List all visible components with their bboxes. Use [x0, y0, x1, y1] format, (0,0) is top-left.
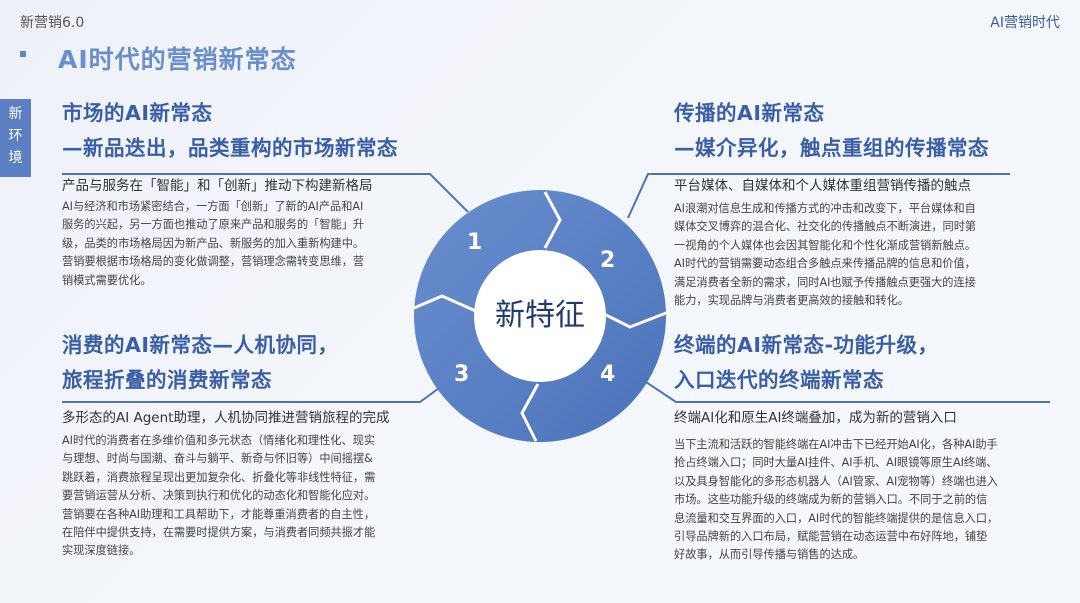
body-line: 满足消费者全新的需求，同时AI也赋予传播触点更强大的连接	[674, 275, 976, 289]
brand-era-label: AI营销时代	[990, 15, 1060, 31]
section-consumption: 消费的AI新常态—人机协同， 旅程折叠的消费新常态 多形态的AI Agent助理…	[62, 328, 389, 561]
section-title: 终端的AI新常态-功能升级，	[674, 333, 939, 357]
connector-consumption	[62, 382, 447, 403]
section-terminal: 终端的AI新常态-功能升级， 入口迭代的终端新常态 终端AI化和原生AI终端叠加…	[674, 328, 998, 565]
section-subtitle: 多形态的AI Agent助理，人机协同推进营销旅程的完成	[62, 410, 390, 426]
body-line: 息流量和交互界面的入口，AI时代的智能终端提供的是信息入口，	[674, 511, 999, 525]
body-line: 抢占终端入口；同时大量AI挂件、AI手机、AI眼镜等原生AI终端、	[674, 456, 998, 470]
segment-number-2: 2	[600, 248, 616, 273]
side-tag-new-environment: 新 环 境	[0, 99, 31, 177]
page-title: AI时代的营销新常态	[58, 45, 297, 74]
body-line: 媒体交叉博弈的混合化、社交化的传播触点不断演进，同时第	[674, 220, 977, 234]
body-line: 好故事，从而引导传播与销售的达成。	[674, 548, 865, 562]
ring-dividers	[413, 191, 667, 442]
section-communication: 传播的AI新常态 —媒介异化，触点重组的传播常态 平台媒体、自媒体和个人媒体重组…	[674, 96, 989, 310]
brand-label: 新营销6.0	[20, 15, 85, 31]
section-body: 当下主流和活跃的智能终端在AI冲击下已经开始AI化，各种AI助手 抢占终端入口；…	[674, 436, 998, 565]
body-line: 销模式需要优化。	[62, 273, 152, 287]
body-line: 当下主流和活跃的智能终端在AI冲击下已经开始AI化，各种AI助手	[674, 438, 998, 451]
section-title: 市场的AI新常态	[62, 101, 213, 125]
side-tag-char: 新	[8, 106, 23, 122]
body-line: 能力，实现品牌与消费者更高效的接触和转化。	[674, 294, 909, 308]
section-subtitle: 平台媒体、自媒体和个人媒体重组营销传播的触点	[674, 178, 971, 194]
connector-terminal	[639, 377, 1050, 403]
section-title: 传播的AI新常态	[674, 101, 825, 125]
body-line: 服务的兴起，另一方面也推动了原来产品和服务的「智能」升	[62, 218, 365, 232]
body-line: 实现深度链接。	[62, 544, 141, 558]
segment-number-3: 3	[454, 362, 470, 387]
connector-communication	[627, 173, 1010, 219]
body-line: 一视角的个人媒体也会因其智能化和个性化渐成营销新触点。	[674, 238, 977, 252]
section-body: AI浪潮对信息生成和传播方式的冲击和改变下，平台媒体和自 媒体交叉博弈的混合化、…	[674, 200, 989, 310]
ring-center	[474, 250, 606, 382]
section-subtitle: 终端AI化和原生AI终端叠加，成为新的营销入口	[674, 410, 957, 426]
section-body: AI与经济和市场紧密结合，一方面「创新」了新的AI产品和AI 服务的兴起，另一方…	[62, 198, 398, 290]
body-line: 市场。这些功能升级的终端成为新的营销入口。不同于之前的信	[674, 493, 988, 507]
segment-number-1: 1	[467, 230, 483, 255]
body-line: 要营销运营从分析、决策到执行和优化的动态化和智能化应对。	[62, 489, 376, 503]
side-tag-char: 境	[8, 150, 23, 166]
section-market: 市场的AI新常态 —新品迭出，品类重构的市场新常态 产品与服务在「智能」和「创新…	[62, 96, 398, 290]
body-line: AI时代的营销需要动态组合多触点来传播品牌的信息和价值，	[674, 257, 976, 271]
body-line: AI时代的消费者在多维价值和多元状态（情绪化和理性化、现实	[62, 434, 376, 447]
body-line: 营销要根据市场格局的变化做调整，营销理念需转变思维，营	[62, 255, 365, 269]
center-label: 新特征	[495, 298, 585, 333]
section-title: 消费的AI新常态—人机协同，	[62, 333, 339, 357]
section-title: 旅程折叠的消费新常态	[62, 368, 272, 392]
section-subtitle: 产品与服务在「智能」和「创新」推动下构建新格局	[62, 178, 373, 194]
side-tag-char: 环	[8, 128, 23, 144]
body-line: 在陪伴中提供支持，在需要时提供方案，与消费者同频共振才能	[62, 526, 376, 540]
body-line: 级，品类的市场格局因为新产品、新服务的加入重新构建中。	[62, 236, 365, 250]
body-line: 营销要在各种AI助理和工具帮助下，才能尊重消费者的自主性，	[62, 507, 376, 521]
body-line: 跳跃着，消费旅程呈现出更加复杂化、折叠化等非线性特征，需	[62, 470, 376, 484]
body-line: 以及具身智能化的多形态机器人（AI管家、AI宠物等）终端也进入	[674, 474, 998, 488]
body-line: AI与经济和市场紧密结合，一方面「创新」了新的AI产品和AI	[62, 200, 364, 213]
section-title: —新品迭出，品类重构的市场新常态	[62, 136, 398, 160]
body-line: AI浪潮对信息生成和传播方式的冲击和改变下，平台媒体和自	[674, 202, 976, 215]
segment-number-4: 4	[600, 362, 616, 387]
section-title: 入口迭代的终端新常态	[674, 368, 884, 392]
connector-lines	[62, 173, 1050, 403]
section-body: AI时代的消费者在多维价值和多元状态（情绪化和理性化、现实 与理想、时尚与国潮、…	[62, 432, 389, 561]
body-line: 引导品牌新的入口布局，赋能营销在动态运营中布好阵地，铺垫	[674, 530, 988, 544]
connector-market	[62, 173, 469, 213]
body-line: 与理想、时尚与国潮、奋斗与躺平、新奇与怀旧等）中间摇摆&	[62, 452, 373, 466]
section-title: —媒介异化，触点重组的传播常态	[674, 136, 989, 160]
title-bullet-icon	[20, 51, 26, 57]
